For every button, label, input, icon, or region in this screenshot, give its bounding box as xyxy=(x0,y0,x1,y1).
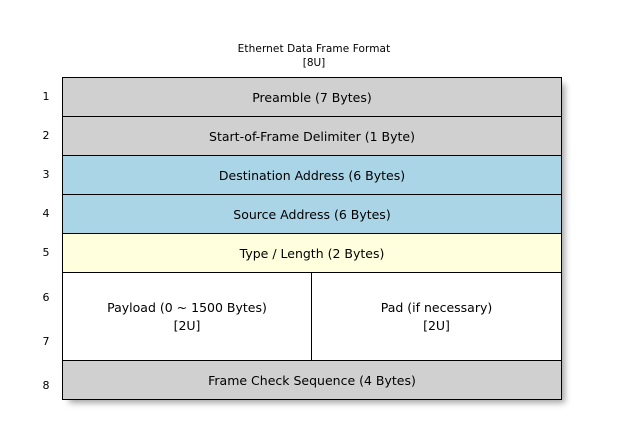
diagram-title-block: Ethernet Data Frame Format [8U] xyxy=(0,42,628,70)
cell-payload: Payload (0 ~ 1500 Bytes) [2U] xyxy=(63,273,312,360)
cell-label-source-address: Source Address (6 Bytes) xyxy=(233,206,391,222)
cell-pad: Pad (if necessary) [2U] xyxy=(312,273,561,360)
row-number-1: 1 xyxy=(42,90,50,103)
table-row-payload-pad: Payload (0 ~ 1500 Bytes) [2U] Pad (if ne… xyxy=(63,273,561,361)
row-number-7: 7 xyxy=(42,335,50,348)
cell-label-sfd: Start-of-Frame Delimiter (1 Byte) xyxy=(209,128,415,144)
table-row-frame-check-sequence: Frame Check Sequence (4 Bytes) xyxy=(63,361,561,399)
row-number-8: 8 xyxy=(42,379,50,392)
table-row-type-length: Type / Length (2 Bytes) xyxy=(63,234,561,273)
row-number-5: 5 xyxy=(42,246,50,259)
cell-label-pad: Pad (if necessary) xyxy=(380,299,493,315)
table-row-source-address: Source Address (6 Bytes) xyxy=(63,195,561,234)
row-number-gutter: 1 2 3 4 5 6 7 8 xyxy=(34,77,58,400)
row-number-2: 2 xyxy=(42,129,50,142)
cell-label-type-length: Type / Length (2 Bytes) xyxy=(239,245,385,261)
row-number-6: 6 xyxy=(42,291,50,304)
row-number-4: 4 xyxy=(42,207,50,220)
page-title-tag: [8U] xyxy=(302,57,326,69)
table-row-sfd: Start-of-Frame Delimiter (1 Byte) xyxy=(63,117,561,156)
row-number-3: 3 xyxy=(42,168,50,181)
cell-tag-pad: [2U] xyxy=(423,317,450,333)
cell-label-preamble: Preamble (7 Bytes) xyxy=(252,89,372,105)
cell-label-frame-check-sequence: Frame Check Sequence (4 Bytes) xyxy=(208,372,416,388)
cell-tag-payload: [2U] xyxy=(173,317,201,333)
frame-format-table: Preamble (7 Bytes) Start-of-Frame Delimi… xyxy=(62,77,562,400)
cell-label-destination-address: Destination Address (6 Bytes) xyxy=(218,167,406,183)
cell-label-payload: Payload (0 ~ 1500 Bytes) xyxy=(107,299,267,315)
table-row-destination-address: Destination Address (6 Bytes) xyxy=(63,156,561,195)
table-row-preamble: Preamble (7 Bytes) xyxy=(63,78,561,117)
page-title: Ethernet Data Frame Format xyxy=(237,43,391,55)
